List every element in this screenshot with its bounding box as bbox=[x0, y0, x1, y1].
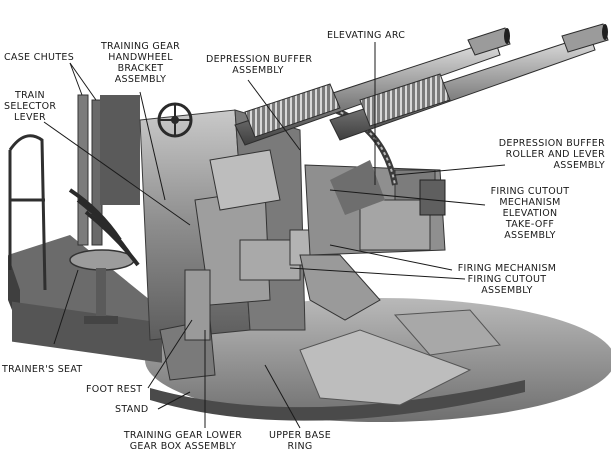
label-depression-buffer-roller-lever: DEPRESSION BUFFER ROLLER AND LEVER ASSEM… bbox=[497, 138, 605, 171]
label-line: ROLLER AND LEVER bbox=[505, 149, 605, 160]
label-line: TRAINING GEAR bbox=[100, 41, 181, 52]
label-line: ASSEMBLY bbox=[232, 65, 284, 76]
label-line: RING bbox=[287, 441, 313, 452]
label-line: ASSEMBLY bbox=[114, 74, 167, 85]
label-upper-base-ring: UPPER BASE RING bbox=[264, 430, 336, 452]
label-line: DEPRESSION BUFFER bbox=[498, 138, 605, 149]
label-line: DEPRESSION BUFFER bbox=[206, 54, 313, 65]
label-line: HANDWHEEL bbox=[108, 52, 173, 63]
foot-rest bbox=[159, 269, 216, 381]
label-depression-buffer-assembly: DEPRESSION BUFFER ASSEMBLY bbox=[206, 54, 313, 76]
label-line: ELEVATION bbox=[502, 208, 558, 219]
gun-barrels bbox=[234, 23, 609, 146]
label-trainers-seat: TRAINER'S SEAT bbox=[2, 364, 83, 375]
label-training-gear-lower-box: TRAINING GEAR LOWER GEAR BOX ASSEMBLY bbox=[110, 430, 256, 452]
case-chutes bbox=[77, 94, 140, 246]
leader-lines bbox=[43, 42, 506, 429]
label-line: ASSEMBLY bbox=[504, 230, 556, 241]
label-line: MECHANISM bbox=[499, 197, 561, 208]
railing bbox=[8, 134, 47, 291]
label-line: STAND bbox=[115, 404, 149, 415]
label-training-gear-handwheel-bracket: TRAINING GEAR HANDWHEEL BRACKET ASSEMBLY bbox=[98, 41, 183, 85]
label-line: CASE CHUTES bbox=[4, 52, 75, 63]
label-line: UPPER BASE bbox=[268, 430, 332, 441]
label-line: BRACKET bbox=[117, 63, 164, 74]
label-line: ASSEMBLY bbox=[553, 160, 605, 171]
label-train-selector-lever: TRAIN SELECTOR LEVER bbox=[4, 90, 56, 123]
label-stand: STAND bbox=[115, 404, 149, 415]
label-line: TRAINER'S SEAT bbox=[2, 364, 83, 375]
carriage bbox=[139, 109, 446, 341]
label-firing-cutout-elevation: FIRING CUTOUT MECHANISM ELEVATION TAKE-O… bbox=[486, 186, 574, 241]
label-line: FIRING CUTOUT bbox=[490, 186, 570, 197]
label-line: FIRING CUTOUT bbox=[467, 274, 547, 285]
label-case-chutes: CASE CHUTES bbox=[4, 52, 74, 63]
label-elevating-arc: ELEVATING ARC bbox=[327, 30, 405, 41]
label-line: ASSEMBLY bbox=[481, 285, 533, 296]
label-line: SELECTOR bbox=[4, 101, 57, 112]
label-line: TAKE-OFF bbox=[505, 219, 555, 230]
label-line: FOOT REST bbox=[86, 384, 143, 395]
label-line: GEAR BOX ASSEMBLY bbox=[129, 441, 237, 452]
label-foot-rest: FOOT REST bbox=[86, 384, 142, 395]
cables bbox=[68, 188, 140, 267]
label-line: TRAINING GEAR LOWER bbox=[123, 430, 243, 441]
label-line: TRAIN bbox=[15, 90, 45, 101]
label-line: FIRING MECHANISM bbox=[457, 263, 557, 274]
label-firing-mechanism-cutout: FIRING MECHANISM FIRING CUTOUT ASSEMBLY bbox=[452, 263, 562, 296]
training-handwheel bbox=[157, 102, 193, 138]
label-line: ELEVATING ARC bbox=[327, 30, 406, 41]
label-line: LEVER bbox=[14, 112, 46, 123]
